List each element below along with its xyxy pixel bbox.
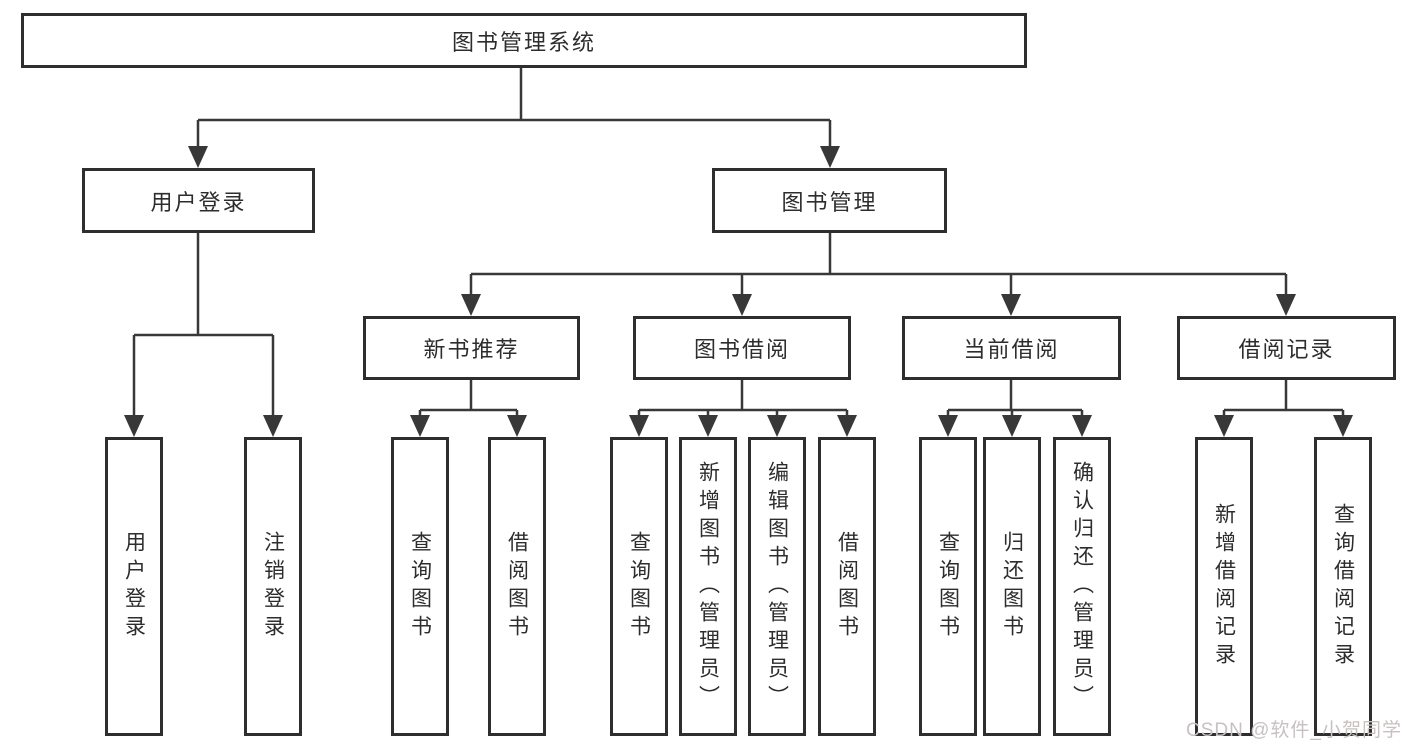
leaf-add-book-admin: 新增图书（管理员） <box>679 437 737 736</box>
connector-current-borrow <box>946 380 1084 419</box>
leaf-query-book-current-label: 查询图书 <box>936 530 960 643</box>
leaf-edit-book-admin: 编辑图书（管理员） <box>748 437 806 736</box>
leaf-query-book-current: 查询图书 <box>919 437 977 736</box>
leaf-confirm-return-admin-label: 确认归还（管理员） <box>1070 460 1094 713</box>
leaf-query-borrow-record-label: 查询借阅记录 <box>1331 502 1355 671</box>
node-user-login: 用户登录 <box>82 168 315 233</box>
connector-book-manage <box>469 233 1288 298</box>
connector-user-login <box>132 233 275 419</box>
connector-book-borrow <box>637 380 849 419</box>
leaf-user-login-label: 用户登录 <box>122 530 146 643</box>
node-book-borrow: 图书借阅 <box>633 316 851 380</box>
leaf-borrow-book: 借阅图书 <box>818 437 876 736</box>
leaf-edit-book-admin-label: 编辑图书（管理员） <box>765 460 789 713</box>
leaf-borrow-book-recommend: 借阅图书 <box>488 437 546 736</box>
node-new-book-recommend: 新书推荐 <box>363 316 580 380</box>
leaf-add-book-admin-label: 新增图书（管理员） <box>696 460 720 713</box>
connector-new-book <box>418 380 519 419</box>
leaf-user-login: 用户登录 <box>105 437 163 736</box>
node-current-borrow-label: 当前借阅 <box>963 337 1060 362</box>
node-book-manage: 图书管理 <box>712 168 947 233</box>
leaf-add-borrow-record-label: 新增借阅记录 <box>1212 502 1236 671</box>
leaf-confirm-return-admin: 确认归还（管理员） <box>1053 437 1111 736</box>
leaf-logout-label: 注销登录 <box>261 530 285 643</box>
node-borrow-record-label: 借阅记录 <box>1238 337 1335 362</box>
leaf-borrow-book-label: 借阅图书 <box>835 530 859 643</box>
leaf-return-book: 归还图书 <box>983 437 1041 736</box>
node-root-label: 图书管理系统 <box>451 29 596 55</box>
connector-borrow-record <box>1222 380 1345 419</box>
leaf-add-borrow-record: 新增借阅记录 <box>1195 437 1253 736</box>
node-book-borrow-label: 图书借阅 <box>693 337 790 362</box>
node-root: 图书管理系统 <box>21 13 1027 68</box>
leaf-query-book-borrow-label: 查询图书 <box>627 530 651 643</box>
node-borrow-record: 借阅记录 <box>1177 316 1396 380</box>
csdn-watermark: CSDN @软件_小贺同学 <box>1186 720 1402 741</box>
connector-root <box>196 68 832 150</box>
leaf-logout: 注销登录 <box>244 437 302 736</box>
leaf-query-book-recommend-label: 查询图书 <box>408 530 432 643</box>
leaf-query-borrow-record: 查询借阅记录 <box>1314 437 1372 736</box>
node-current-borrow: 当前借阅 <box>902 316 1121 380</box>
node-new-book-recommend-label: 新书推荐 <box>423 337 520 362</box>
node-book-manage-label: 图书管理 <box>781 189 878 215</box>
node-user-login-label: 用户登录 <box>150 189 247 215</box>
arrowheads <box>124 146 1353 437</box>
leaf-return-book-label: 归还图书 <box>1000 530 1024 643</box>
leaf-query-book-recommend: 查询图书 <box>391 437 449 736</box>
leaf-query-book-borrow: 查询图书 <box>610 437 668 736</box>
leaf-borrow-book-recommend-label: 借阅图书 <box>505 530 529 643</box>
